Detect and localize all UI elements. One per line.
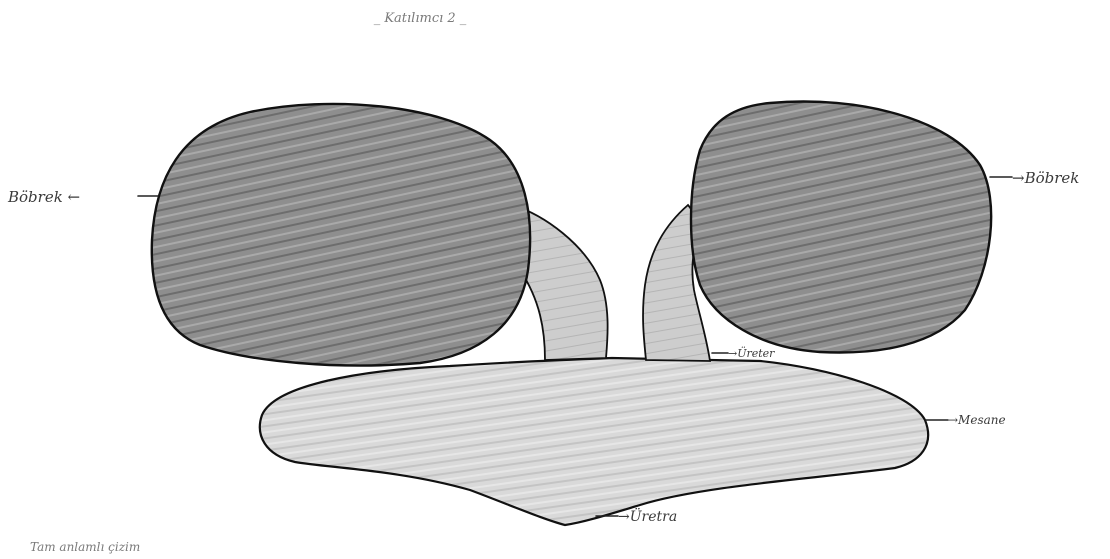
left-kidney-shape [152,104,530,366]
bladder-label: →Mesane [948,413,1006,427]
right-kidney-label: →Böbrek [1012,169,1079,187]
ureter-label: →Üreter [728,346,775,360]
footer-note: Tam anlamlı çizim [30,540,140,554]
left-kidney-label: Böbrek ← [7,188,80,206]
bladder-shape [260,358,928,525]
page-title: _ Katılımcı 2 _ [374,11,467,26]
right-kidney-shape [691,102,991,353]
urethra-label: →Üretra [618,507,677,525]
